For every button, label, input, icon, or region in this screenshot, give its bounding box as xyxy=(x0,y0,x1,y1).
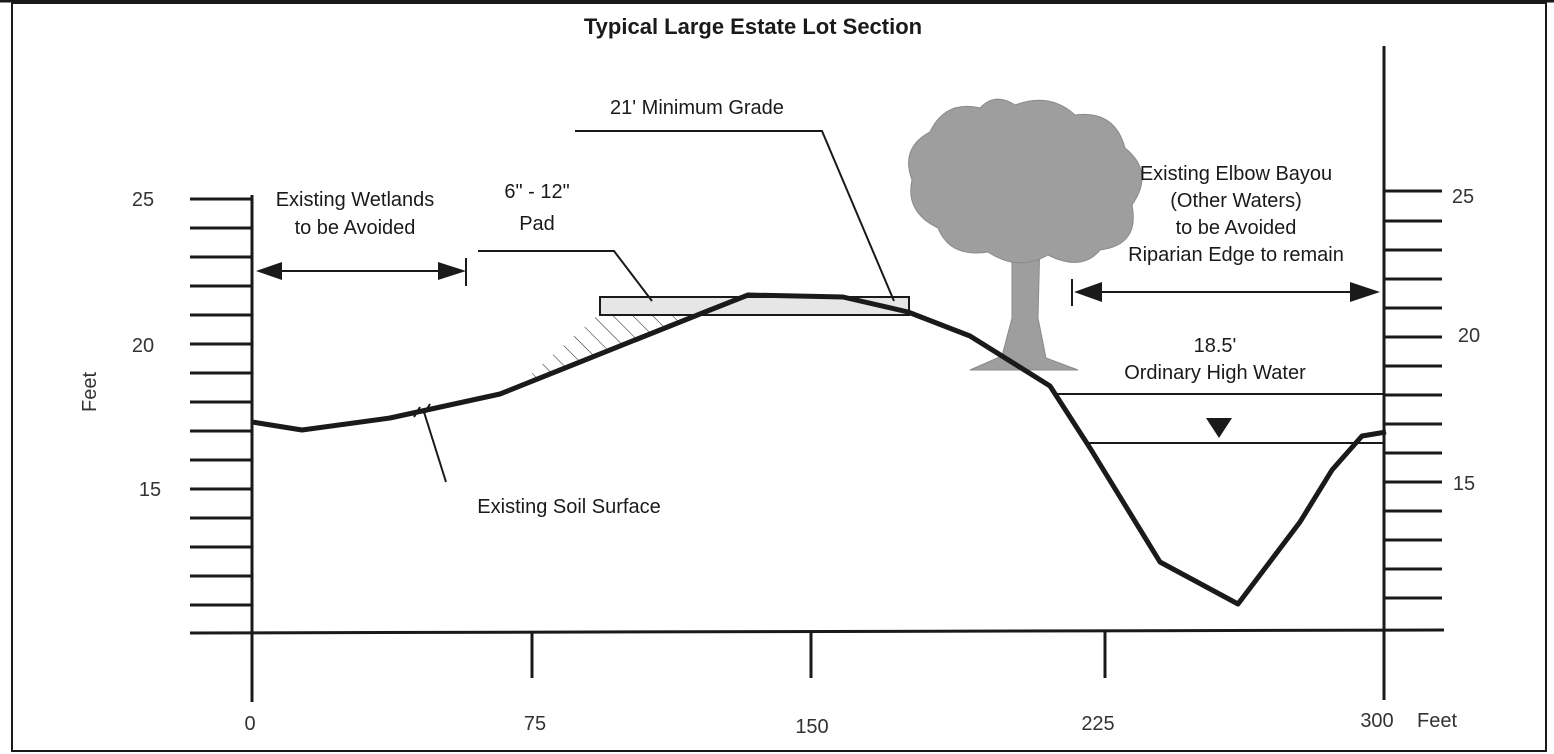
ohw-label: Ordinary High Water xyxy=(1124,362,1306,384)
tree-icon xyxy=(908,98,1143,371)
pad-label-1: 6" - 12" xyxy=(504,181,569,203)
bayou-arrow-right xyxy=(1350,282,1380,302)
x-axis-unit: Feet xyxy=(1417,710,1457,732)
min-grade-label: 21' Minimum Grade xyxy=(610,97,784,119)
bayou-arrow-left xyxy=(1074,282,1102,302)
y-tick-left-15: 15 xyxy=(139,479,161,501)
soil-surface-label: Existing Soil Surface xyxy=(477,496,660,518)
bayou-label-3: to be Avoided xyxy=(1176,217,1297,239)
y-tick-right-25: 25 xyxy=(1452,186,1474,208)
x-tick-75: 75 xyxy=(524,713,546,735)
right-axis xyxy=(1382,46,1442,700)
min-grade-leader-line xyxy=(575,130,895,302)
water-level-marker-icon xyxy=(1206,418,1232,438)
y-tick-right-15: 15 xyxy=(1453,473,1475,495)
y-tick-left-20: 20 xyxy=(132,335,154,357)
x-axis-ticks xyxy=(530,631,1107,678)
existing-soil-surface-line xyxy=(251,292,1387,607)
x-tick-300: 300 xyxy=(1360,710,1393,732)
wetlands-label-1: Existing Wetlands xyxy=(276,189,435,211)
y-axis-label: Feet xyxy=(79,372,101,412)
bayou-label-1: Existing Elbow Bayou xyxy=(1140,163,1332,185)
diagram-title: Typical Large Estate Lot Section xyxy=(584,14,922,39)
frame-border xyxy=(11,2,1547,752)
y-tick-left-25: 25 xyxy=(132,189,154,211)
x-tick-0: 0 xyxy=(244,713,255,735)
wetlands-arrow-left xyxy=(256,262,282,280)
soil-surface-leader-line xyxy=(423,411,447,483)
ohw-elevation-label: 18.5' xyxy=(1194,335,1237,357)
left-axis xyxy=(190,195,254,702)
x-tick-150: 150 xyxy=(795,716,828,738)
wetlands-label-2: to be Avoided xyxy=(295,217,416,239)
surface-break-mark-1 xyxy=(413,406,421,418)
pad-label-2: Pad xyxy=(519,213,555,235)
bayou-label-4: Riparian Edge to remain xyxy=(1128,244,1344,266)
wetlands-arrow-right xyxy=(438,262,466,280)
x-tick-225: 225 xyxy=(1081,713,1114,735)
y-tick-right-20: 20 xyxy=(1458,325,1480,347)
bayou-label-2: (Other Waters) xyxy=(1170,190,1302,212)
ground-baseline xyxy=(189,628,1445,635)
pad-leader-line xyxy=(478,250,653,302)
